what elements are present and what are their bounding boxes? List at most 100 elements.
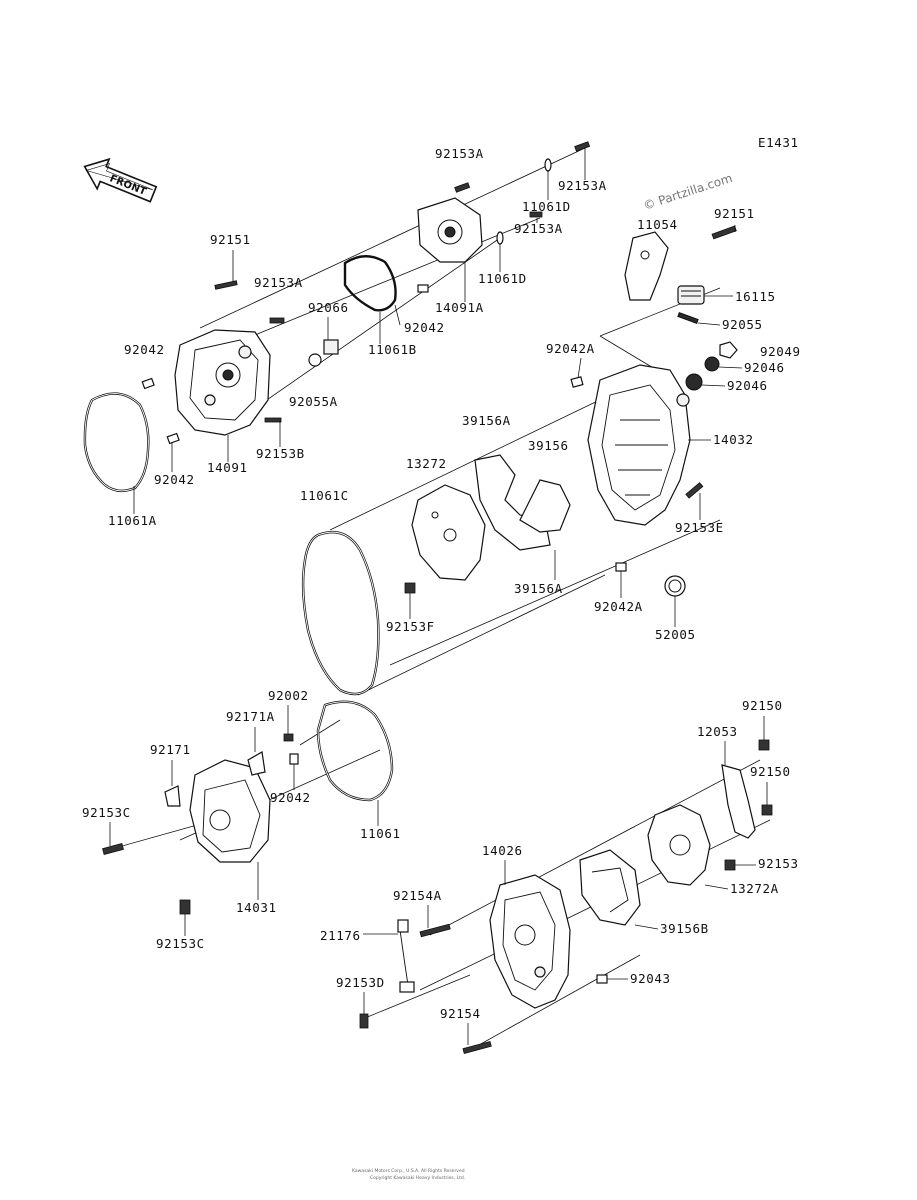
bolt-92153c-b — [179, 899, 191, 915]
bolt-92154a — [419, 923, 451, 938]
bolt-92151-b — [711, 225, 737, 240]
cover-14031 — [189, 759, 271, 863]
label-92171: 92171 — [150, 742, 191, 757]
label-92055a: 92055A — [289, 394, 338, 409]
dowel-92042a-b — [615, 562, 627, 572]
clamp-92171 — [164, 785, 181, 807]
label-11061c: 11061C — [300, 488, 349, 503]
label-21176: 21176 — [320, 928, 361, 943]
bolt-92153a-mid — [454, 182, 471, 193]
label-92150-a: 92150 — [742, 698, 783, 713]
dowel-92042-a — [417, 284, 429, 293]
label-92150-b: 92150 — [750, 764, 791, 779]
clamp-92171a — [247, 751, 266, 776]
label-14031: 14031 — [236, 900, 277, 915]
label-11061b: 11061B — [368, 342, 417, 357]
label-92066: 92066 — [308, 300, 349, 315]
shield-39156 — [519, 479, 571, 533]
bolt-92153f — [404, 582, 416, 594]
washer-11061d-2 — [496, 231, 504, 245]
label-92042a-a: 92042A — [546, 341, 595, 356]
label-14091: 14091 — [207, 460, 248, 475]
label-92153c-a: 92153C — [82, 805, 131, 820]
label-92153c-b: 92153C — [156, 936, 205, 951]
bolt-92151-a — [214, 280, 238, 290]
label-14091a: 14091A — [435, 300, 484, 315]
label-39156a-a: 39156A — [462, 413, 511, 428]
label-92154a: 92154A — [393, 888, 442, 903]
washer-11061d-1 — [544, 158, 552, 172]
spring-92055 — [677, 312, 699, 324]
label-39156b: 39156B — [660, 921, 709, 936]
label-92002: 92002 — [268, 688, 309, 703]
label-92153a-r1: 92153A — [558, 178, 607, 193]
label-92154: 92154 — [440, 1006, 481, 1021]
bolt-92150-a — [758, 739, 770, 751]
label-92153a-l: 92153A — [254, 275, 303, 290]
label-92153a-r2: 92153A — [514, 221, 563, 236]
part-labels: 92153A 92153A 11061D 92153A 11061D 14091… — [82, 146, 801, 1021]
label-12053: 12053 — [697, 724, 738, 739]
label-92042-d: 92042 — [270, 790, 311, 805]
dowel-92042-c — [166, 432, 180, 445]
label-39156a-b: 39156A — [514, 581, 563, 596]
nut-92049 — [719, 341, 738, 359]
bolt-92153 — [724, 859, 736, 871]
label-92046-b: 92046 — [727, 378, 768, 393]
label-92151-b: 92151 — [714, 206, 755, 221]
label-11061: 11061 — [360, 826, 401, 841]
label-92042a-b: 92042A — [594, 599, 643, 614]
bolt-92150-b — [761, 804, 773, 816]
bolt-92153a-l — [269, 317, 285, 324]
gasket-11061 — [316, 700, 394, 802]
cover-14091 — [174, 329, 271, 436]
bracket-12053 — [721, 764, 756, 839]
label-92171a: 92171A — [226, 709, 275, 724]
label-92042-b: 92042 — [124, 342, 165, 357]
label-13272: 13272 — [406, 456, 447, 471]
label-11061a: 11061A — [108, 513, 157, 528]
label-13272a: 13272A — [730, 881, 779, 896]
footer-line-2: Copyright Kawasaki Heavy Industries, Ltd… — [370, 1175, 465, 1181]
bolt-92153d — [359, 1013, 369, 1029]
bolt-92153b — [264, 417, 282, 423]
front-arrow-icon: FRONT — [83, 157, 158, 203]
leader-lines — [109, 148, 768, 1045]
label-11054: 11054 — [637, 217, 678, 232]
gasket-11061b — [343, 255, 397, 312]
label-92043: 92043 — [630, 971, 671, 986]
bolt-92153c-a — [102, 843, 124, 855]
cover-14091a — [417, 197, 483, 263]
gasket-11061c — [301, 530, 380, 696]
label-92151-a: 92151 — [210, 232, 251, 247]
label-14032: 14032 — [713, 432, 754, 447]
cover-14032 — [587, 364, 691, 526]
label-92046-a: 92046 — [744, 360, 785, 375]
plate-13272a — [647, 804, 711, 886]
bolt-92154 — [462, 1040, 492, 1055]
label-92153b: 92153B — [256, 446, 305, 461]
gasket-11061a — [83, 392, 150, 493]
label-92049: 92049 — [760, 344, 801, 359]
label-92153e: 92153E — [675, 520, 724, 535]
label-39156: 39156 — [528, 438, 569, 453]
dowel-92043 — [596, 974, 608, 984]
label-92055: 92055 — [722, 317, 763, 332]
dowel-92042-b — [141, 377, 155, 390]
label-11061d-2: 11061D — [478, 271, 527, 286]
label-92153a-top: 92153A — [435, 146, 484, 161]
dowel-92042-d — [289, 753, 299, 765]
hose-21176 — [397, 919, 415, 993]
plate-13272 — [411, 484, 486, 581]
label-92042-a: 92042 — [404, 320, 445, 335]
seal-92046-a — [704, 356, 720, 372]
assembly-lines — [114, 147, 771, 1051]
label-92153f: 92153F — [386, 619, 435, 634]
label-16115: 16115 — [735, 289, 776, 304]
seal-92046-b — [685, 373, 703, 391]
label-92153d: 92153D — [336, 975, 385, 990]
label-92042-c: 92042 — [154, 472, 195, 487]
cover-14026 — [489, 874, 571, 1009]
dowel-92042a-a — [570, 376, 584, 388]
